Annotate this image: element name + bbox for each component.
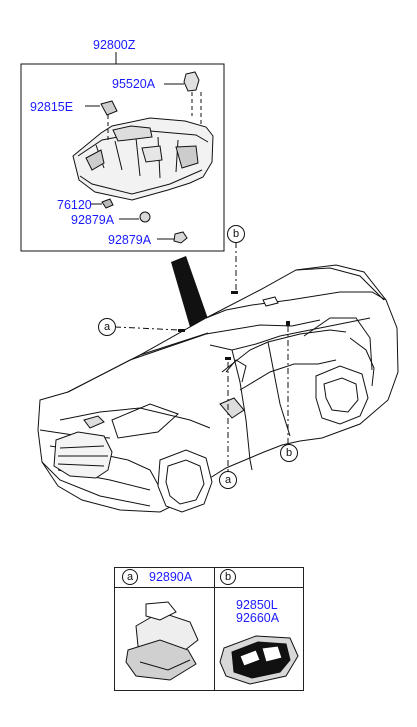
vehicle-body	[37, 264, 399, 513]
lamp-92850L-illustration	[219, 635, 299, 685]
roof-mark-a-left	[178, 329, 185, 332]
grommet-92879A-lower	[173, 231, 188, 244]
part-number-76120: 76120	[57, 198, 92, 212]
marker-b-right: b	[280, 444, 298, 462]
lamp-92890A-illustration	[125, 601, 199, 681]
roof-mark-b-rear	[286, 321, 290, 326]
legend-part-92890A: 92890A	[149, 570, 193, 584]
screw-76120	[101, 198, 114, 209]
part-number-92815E: 92815E	[30, 100, 74, 114]
legend-part-92660A: 92660A	[236, 611, 280, 625]
leader-a-top	[114, 326, 181, 331]
detail-box	[20, 63, 225, 252]
legend-marker-b: b	[220, 569, 236, 585]
legend-header-divider	[115, 587, 303, 588]
legend-table: a 92890A b 92850L 92660A	[114, 567, 304, 691]
legend-column-divider	[214, 568, 215, 690]
marker-a-bottom: a	[219, 471, 237, 489]
grille	[53, 431, 113, 479]
assembly-part-number: 92800Z	[93, 38, 136, 52]
marker-a-left: a	[98, 318, 116, 336]
part-number-95520A: 95520A	[112, 77, 156, 91]
legend-marker-a: a	[122, 569, 138, 585]
marker-b-top: b	[227, 225, 245, 243]
overhead-console-housing	[72, 117, 214, 201]
legend-part-92850L: 92850L	[236, 598, 278, 612]
part-number-92879A-upper: 92879A	[71, 213, 115, 227]
roof-mark-a-right	[225, 357, 231, 360]
part-number-92879A-lower: 92879A	[108, 233, 152, 247]
bulb-92815E	[100, 100, 118, 116]
roof-mark-b-front	[231, 291, 238, 294]
clip-95520A	[183, 71, 200, 92]
grommet-92879A-upper	[139, 211, 151, 223]
